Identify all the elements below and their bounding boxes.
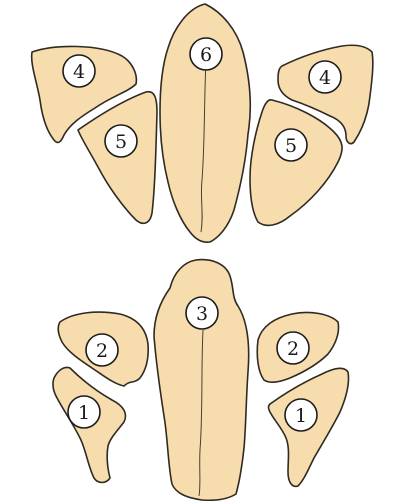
- piece-number: 2: [287, 338, 299, 360]
- piece-number: 5: [285, 135, 297, 157]
- piece-upper-center-6: 6: [160, 4, 250, 242]
- piece-number: 5: [115, 131, 127, 153]
- piece-number: 3: [196, 303, 208, 325]
- piece-number: 2: [96, 340, 108, 362]
- piece-number: 6: [200, 44, 212, 66]
- piece-number: 1: [78, 402, 90, 424]
- piece-number: 4: [73, 61, 85, 83]
- piece-shape: [250, 100, 342, 226]
- piece-upper-right-5: 5: [250, 100, 342, 226]
- piece-lower-center-3: 3: [154, 260, 249, 501]
- piece-number: 4: [319, 67, 331, 89]
- piece-lower-right-1: 1: [269, 368, 349, 486]
- piece-shape: [154, 260, 249, 501]
- piece-lower-left-1: 1: [53, 367, 126, 482]
- piece-number: 1: [295, 405, 307, 427]
